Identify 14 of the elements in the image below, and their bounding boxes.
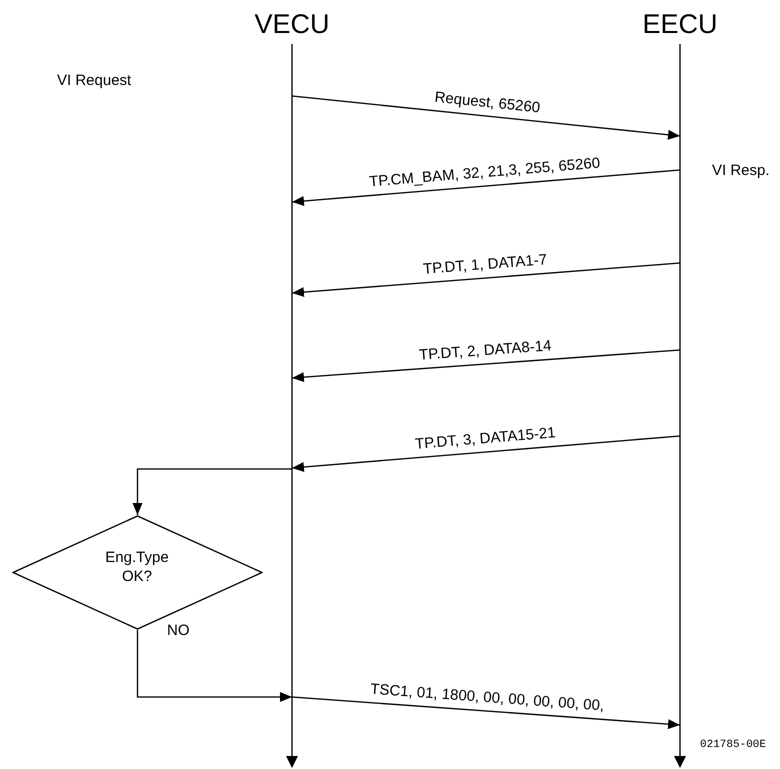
message-arrow — [292, 95, 680, 140]
participant-name: EECU — [641, 8, 718, 40]
message-arrow — [292, 262, 680, 298]
message-arrow — [292, 435, 680, 472]
message-arrow — [292, 349, 680, 382]
note-label: VI Resp. — [712, 162, 770, 180]
note-label: VI Request — [57, 72, 132, 90]
message-arrow — [292, 169, 680, 206]
figure-number: 021785-00E — [700, 738, 766, 753]
participant-name: VECU — [253, 8, 330, 40]
flow-arrow — [132, 468, 292, 515]
decision-text: Eng.Type OK? — [104, 548, 170, 586]
message-arrow — [292, 696, 680, 730]
flow-arrow — [136, 630, 292, 702]
